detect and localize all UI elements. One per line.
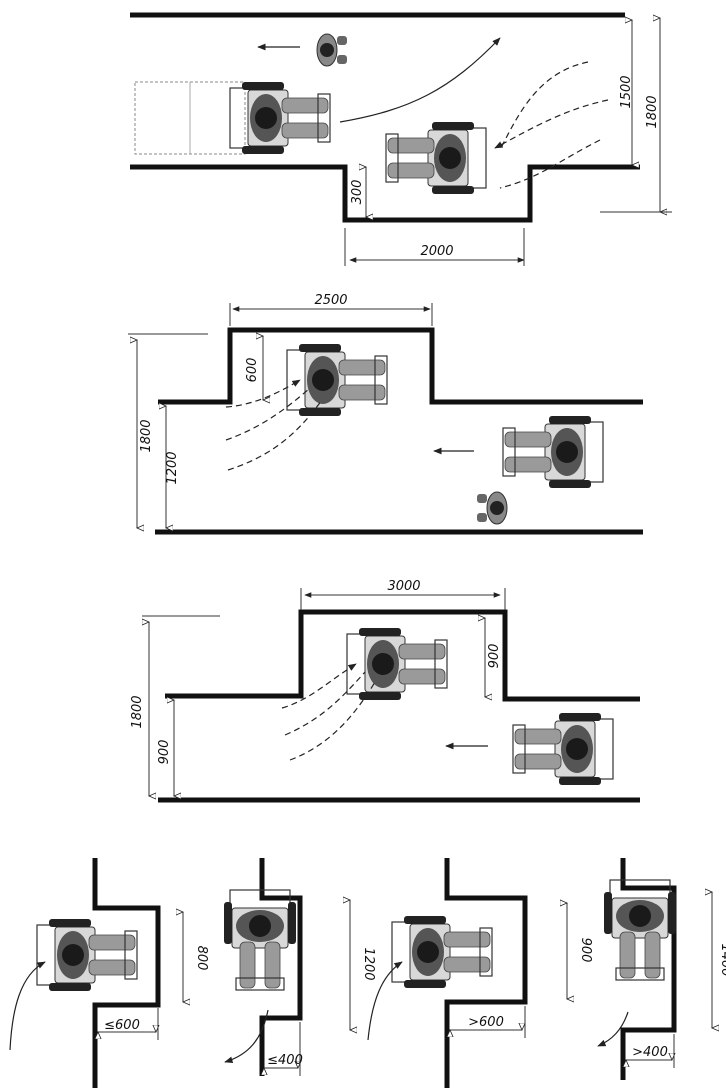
- label-600: 600: [245, 358, 260, 383]
- pedestrian: [476, 491, 508, 525]
- path-dash-3: [227, 399, 323, 471]
- diagram-1-passing-alcove-2000: 1500 1800 300 2000: [130, 12, 672, 266]
- label-2000: 2000: [420, 244, 453, 259]
- wheelchair-user-right: [385, 121, 487, 195]
- arrow-curve-up: [339, 37, 501, 123]
- wheelchair-user-passing: [512, 712, 614, 786]
- label-300: 300: [350, 180, 365, 205]
- turn-arrow: [224, 1009, 269, 1064]
- path-dash-2: [225, 387, 311, 441]
- path-dash-2: [284, 671, 366, 736]
- diagram-4c: 900 >600: [367, 858, 593, 1088]
- label-1200: 1200: [165, 451, 180, 484]
- label-1200: 1200: [361, 947, 376, 980]
- wall-bottom-recess: [130, 164, 640, 223]
- diagram-4a: 800 ≤600: [9, 858, 209, 1088]
- wall-alcove-d: [620, 858, 677, 1080]
- label-800: 800: [194, 946, 209, 971]
- wall-alcove-c: [444, 858, 528, 1088]
- path-dash-1: [499, 61, 589, 151]
- wheelchair-user: [603, 879, 677, 981]
- wall-alcove-b: [259, 858, 303, 1076]
- turn-arrow: [367, 961, 403, 1041]
- label-1800: 1800: [139, 419, 154, 452]
- wall-alcove-a: [92, 858, 161, 1088]
- wall-top-recess: [165, 609, 640, 702]
- label-900: 900: [157, 740, 172, 765]
- label-1500: 1500: [619, 75, 634, 108]
- wheelchair-user: [223, 889, 297, 991]
- turn-arrow: [9, 961, 46, 1051]
- diagram-4b: 1200 ≤400: [223, 858, 376, 1076]
- label-900-alcove: 900: [487, 644, 502, 669]
- label-3000: 3000: [387, 579, 420, 594]
- stretcher-outline: [134, 81, 246, 155]
- wheelchair-user: [36, 918, 138, 992]
- turn-arrow: [597, 1011, 629, 1047]
- path-dash-1: [281, 663, 357, 709]
- wheelchair-user: [391, 915, 493, 989]
- wall-top-recess: [158, 327, 643, 405]
- label-1800: 1800: [130, 695, 145, 728]
- pedestrian: [316, 33, 348, 67]
- wheelchair-user-in-alcove: [346, 627, 448, 701]
- path-dash-3: [499, 139, 601, 189]
- label-900: 900: [578, 938, 593, 963]
- label-1400: 1400: [718, 943, 726, 976]
- diagram-2-passing-alcove-2500: 2500 1800 1200 600: [128, 293, 643, 535]
- diagram-3-passing-alcove-3000: 3000 1800 900 900: [130, 579, 640, 803]
- path-dash-3: [289, 681, 376, 761]
- label-gt400: >400: [632, 1045, 668, 1060]
- wheelchair-user-in-alcove: [286, 343, 388, 417]
- label-gt600: >600: [468, 1015, 504, 1030]
- wheelchair-user-passing: [502, 415, 604, 489]
- path-dash-2: [494, 99, 609, 149]
- label-le600: ≤600: [104, 1018, 140, 1033]
- label-le400: ≤400: [267, 1053, 303, 1068]
- label-2500: 2500: [314, 293, 347, 308]
- diagram-4d: 1400 >400: [597, 858, 726, 1080]
- label-1800: 1800: [645, 95, 660, 128]
